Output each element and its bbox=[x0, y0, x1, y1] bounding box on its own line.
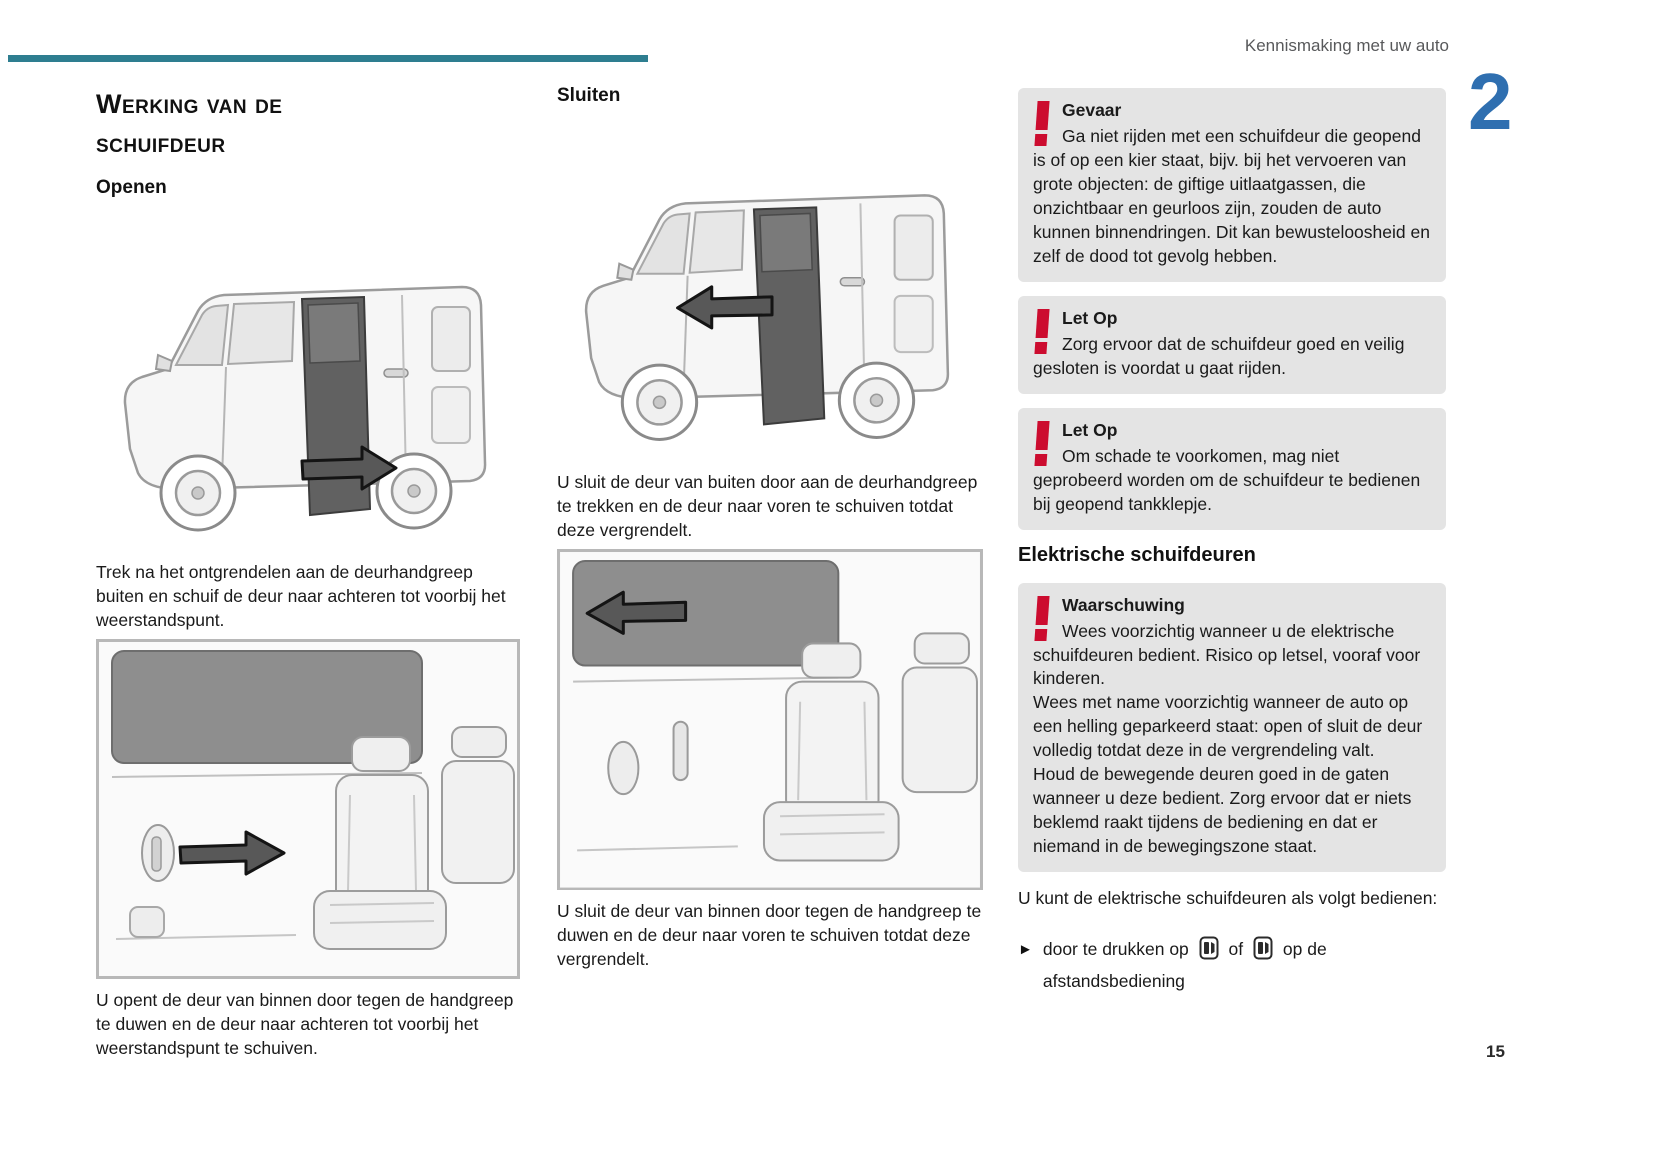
waarschuwing-box: Waarschuwing Wees voorzichtig wanneer u … bbox=[1018, 582, 1446, 873]
waarschuwing-box-text: Wees voorzichtig wanneer u de elektrisch… bbox=[1033, 620, 1423, 857]
caption-close-exterior: U sluit de deur van buiten door aan de d… bbox=[557, 471, 978, 540]
page-number: 15 bbox=[1486, 1042, 1505, 1061]
caption-open-exterior: Trek na het ontgrendelen aan de deurhand… bbox=[96, 562, 506, 631]
danger-box: Gevaar Ga niet rijden met een schuifdeur… bbox=[1018, 88, 1446, 282]
warning-exclamation-icon bbox=[1033, 308, 1051, 354]
chapter-number: 2 bbox=[1468, 57, 1513, 146]
bullet-remote-operation: ► door te drukken op of op de afstandsbe… bbox=[1018, 936, 1446, 995]
letop-box-2-title: Let Op bbox=[1062, 419, 1118, 440]
danger-box-title: Gevaar bbox=[1062, 100, 1122, 120]
caption-close-interior: U sluit de deur van binnen door tegen de… bbox=[557, 901, 982, 970]
waarschuwing-box-title: Waarschuwing bbox=[1062, 594, 1185, 615]
page-title: Werking van de schuifdeur bbox=[96, 85, 520, 163]
van-exterior-open-illustration bbox=[123, 286, 487, 532]
bullet-text: door te drukken op of op de afstandsbedi… bbox=[1043, 936, 1446, 995]
column-right: Gevaar Ga niet rijden met een schuifdeur… bbox=[1018, 88, 1446, 995]
electric-doors-intro: U kunt de elektrische schuifdeuren als v… bbox=[1018, 888, 1438, 909]
door-slide-arrow-icon bbox=[585, 590, 688, 635]
running-header: Kennismaking met uw auto bbox=[1244, 36, 1449, 55]
chapter-accent-bar bbox=[8, 55, 648, 62]
heading-elektrische-schuifdeuren: Elektrische schuifdeuren bbox=[1018, 543, 1256, 566]
door-slide-arrow-icon bbox=[178, 830, 286, 876]
heading-sluiten: Sluiten bbox=[557, 85, 621, 106]
page-title-line2: schuifdeur bbox=[96, 128, 226, 159]
warning-exclamation-icon bbox=[1033, 420, 1051, 466]
page-title-line1: Werking van de bbox=[96, 89, 283, 119]
door-slide-arrow-icon bbox=[676, 285, 774, 330]
warning-exclamation-icon bbox=[1033, 101, 1051, 146]
bullet-arrow-icon: ► bbox=[1018, 940, 1033, 958]
letop-box-1-text: Zorg ervoor dat de schuifdeur goed en ve… bbox=[1033, 333, 1405, 378]
van-interior-close-illustration bbox=[557, 548, 983, 891]
bullet-text-mid: of bbox=[1228, 938, 1244, 959]
heading-openen: Openen bbox=[96, 177, 167, 199]
remote-door-button-icon bbox=[1199, 936, 1219, 968]
caption-open-interior: U opent de deur van binnen door tegen de… bbox=[96, 990, 514, 1059]
danger-box-text: Ga niet rijden met een schuifdeur die ge… bbox=[1033, 125, 1430, 266]
column-left: Werking van de schuifdeur Openen Trek na… bbox=[96, 85, 520, 1061]
warning-exclamation-icon bbox=[1033, 595, 1051, 641]
remote-door-button-icon bbox=[1253, 936, 1273, 968]
letop-box-1: Let Op Zorg ervoor dat de schuifdeur goe… bbox=[1018, 295, 1446, 394]
bullet-text-pre: door te drukken op bbox=[1042, 938, 1189, 959]
letop-box-2: Let Op Om schade te voorkomen, mag niet … bbox=[1018, 407, 1446, 530]
door-slide-arrow-icon bbox=[300, 445, 398, 491]
van-exterior-close-illustration bbox=[584, 194, 950, 442]
letop-box-2-text: Om schade te voorkomen, mag niet geprobe… bbox=[1033, 445, 1421, 514]
bullet-text-post: op de afstandsbediening bbox=[1042, 938, 1327, 991]
letop-box-1-title: Let Op bbox=[1062, 307, 1118, 328]
van-interior-open-illustration bbox=[96, 639, 520, 980]
column-middle: Sluiten U sluit de deur van buiten door … bbox=[557, 85, 983, 972]
